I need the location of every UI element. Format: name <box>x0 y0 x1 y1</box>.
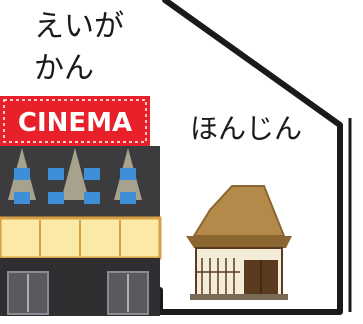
cinema-sign-board <box>0 96 150 146</box>
honjin-lattice <box>196 258 240 294</box>
honjin-roof <box>192 185 286 237</box>
honjin-house-icon <box>186 185 292 300</box>
cinema-label-line2: かん <box>34 51 94 86</box>
cinema-windows <box>14 168 136 204</box>
cinema-label-line1: えいが <box>34 9 124 44</box>
cinema-building-icon: CINEMA <box>0 96 162 316</box>
cinema-sign-text: CINEMA <box>18 108 132 138</box>
honjin-label: ほんじん <box>190 112 303 145</box>
